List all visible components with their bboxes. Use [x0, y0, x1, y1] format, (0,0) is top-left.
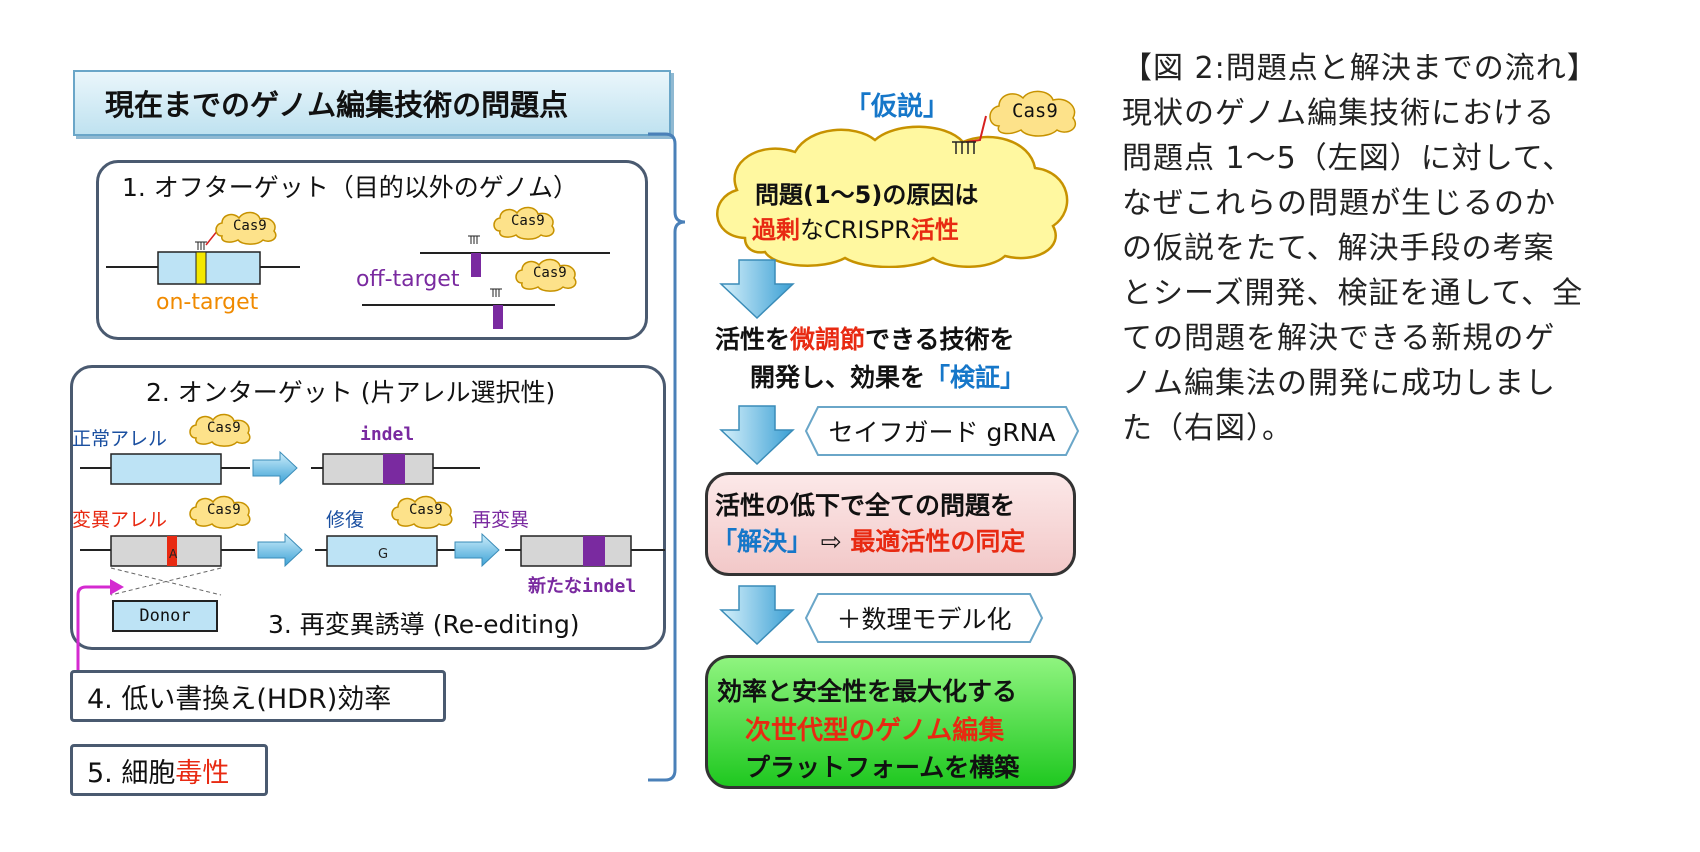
- step3-line1: 効率と安全性を最大化する: [717, 677, 1018, 706]
- step1-verify: 「検証」: [925, 363, 1026, 392]
- problems-title: 現在までのゲノム編集技術の問題点: [73, 70, 671, 136]
- problem-4-box: 4. 低い書換え(HDR)効率: [70, 670, 446, 722]
- tag1-shape: [804, 406, 1080, 456]
- problem-2-heading: 2. オンターゲット (片アレル選択性): [146, 378, 556, 407]
- mutant-allele-label: 変異アレル: [72, 509, 168, 531]
- description-line: 【図 2:問題点と解決までの流れ】: [1122, 51, 1598, 86]
- step1-line2: 開発し、効果を「検証」: [750, 358, 1025, 394]
- problem-5-prefix: 5. 細胞: [87, 757, 176, 789]
- offtarget-diagram: [106, 224, 610, 329]
- step2-optimal: 最適活性の同定: [850, 527, 1026, 556]
- problem-5-box: 5. 細胞毒性: [70, 744, 268, 796]
- tag2-shape: [804, 593, 1044, 643]
- bracket: [648, 132, 686, 782]
- description-line: 現状のゲノム編集技術における: [1122, 96, 1556, 131]
- cloud-crispr: なCRISPR: [800, 216, 911, 244]
- donor-box: Donor: [112, 600, 218, 632]
- cas9-grna: [952, 115, 987, 154]
- step1-line1: 活性を微調節できる技術を: [715, 320, 1015, 356]
- step1-fine-tune: 微調節: [790, 325, 866, 354]
- down-arrow: [719, 585, 795, 646]
- problem-5-toxicity: 毒性: [175, 757, 230, 789]
- hypothesis-label: 「仮説」: [845, 92, 950, 122]
- tag2-label: ＋数理モデル化: [836, 605, 1012, 634]
- cas9-cloud: [989, 90, 1077, 137]
- cas9-cloud: [493, 206, 555, 240]
- description-line: とシーズ開発、検証を通して、全: [1122, 276, 1584, 311]
- cas9-cloud: [189, 495, 251, 529]
- cloud-line-1: 問題(1〜5)の原因は: [755, 181, 979, 209]
- cas9-label: Cas9: [533, 265, 567, 281]
- hypothesis-cloud: [716, 125, 1069, 268]
- tag1-label: セイフガード gRNA: [828, 418, 1056, 447]
- cloud-excess: 過剰: [752, 216, 800, 244]
- step2-line2: 「解決」 ⇨ 最適活性の同定: [712, 522, 1025, 558]
- cas9-label: Cas9: [409, 502, 443, 518]
- normal-allele-label: 正常アレル: [72, 428, 168, 450]
- cas9-cloud: [391, 495, 453, 529]
- description-line: た（右図）。: [1122, 411, 1293, 446]
- donor-arrow: [76, 579, 124, 683]
- description-line: ノム編集法の開発に成功しまし: [1122, 366, 1556, 401]
- step1-a: 活性を: [715, 325, 791, 354]
- allele-diagram: A G: [80, 450, 665, 596]
- cas9-label: Cas9: [511, 213, 545, 229]
- description-line: なぜこれらの問題が生じるのか: [1122, 186, 1556, 221]
- cas9-cloud: [215, 211, 277, 245]
- description-line: の仮説をたて、解決手段の考案: [1122, 231, 1555, 266]
- svg-text:A: A: [169, 547, 178, 561]
- on-target-label: on-target: [156, 290, 259, 315]
- step2-box: [705, 472, 1076, 576]
- description: 【図 2:問題点と解決までの流れ】 現状のゲノム編集技術における 問題点 1〜5…: [1122, 46, 1598, 451]
- step3-box: [705, 655, 1076, 789]
- step3-line2: 次世代型のゲノム編集: [745, 716, 1005, 746]
- off-target-label: off-target: [356, 267, 460, 292]
- cas9-label: Cas9: [233, 218, 267, 234]
- cas9-label: Cas9: [207, 420, 241, 436]
- problem-1-box: [96, 160, 648, 340]
- step2-arrow: ⇨: [820, 527, 842, 556]
- cloud-activity: 活性: [910, 216, 959, 244]
- repair-label: 修復: [326, 509, 365, 531]
- problem-4-label: 4. 低い書換え(HDR)効率: [87, 683, 392, 715]
- svg-text:G: G: [378, 547, 388, 562]
- cas9-cloud: [189, 413, 251, 447]
- cas9-label: Cas9: [207, 502, 241, 518]
- step2-solve: 「解決」: [712, 527, 813, 556]
- step1-c: 開発し、効果を: [750, 363, 926, 392]
- cas9-cloud: [515, 258, 577, 292]
- down-arrow: [719, 259, 795, 320]
- down-arrow: [719, 405, 795, 466]
- description-line: ての問題を解決できる新規のゲ: [1122, 321, 1556, 356]
- cloud-line-2: 過剰なCRISPR活性: [752, 210, 959, 245]
- remutation-label: 再変異: [472, 509, 530, 531]
- cas9-label: Cas9: [1012, 100, 1058, 122]
- step2-line1: 活性の低下で全ての問題を: [715, 491, 1016, 520]
- problem-1-heading: 1. オフターゲット（目的以外のゲノム）: [122, 173, 579, 202]
- step1-b: できる技術を: [865, 325, 1015, 354]
- new-indel-label: 新たなindel: [528, 576, 637, 597]
- indel-label: indel: [360, 424, 415, 445]
- step3-line3: プラットフォームを構築: [745, 753, 1020, 782]
- description-line: 問題点 1〜5（左図）に対して、: [1122, 141, 1574, 176]
- problem-3-label: 3. 再変異誘導 (Re-editing): [268, 610, 580, 639]
